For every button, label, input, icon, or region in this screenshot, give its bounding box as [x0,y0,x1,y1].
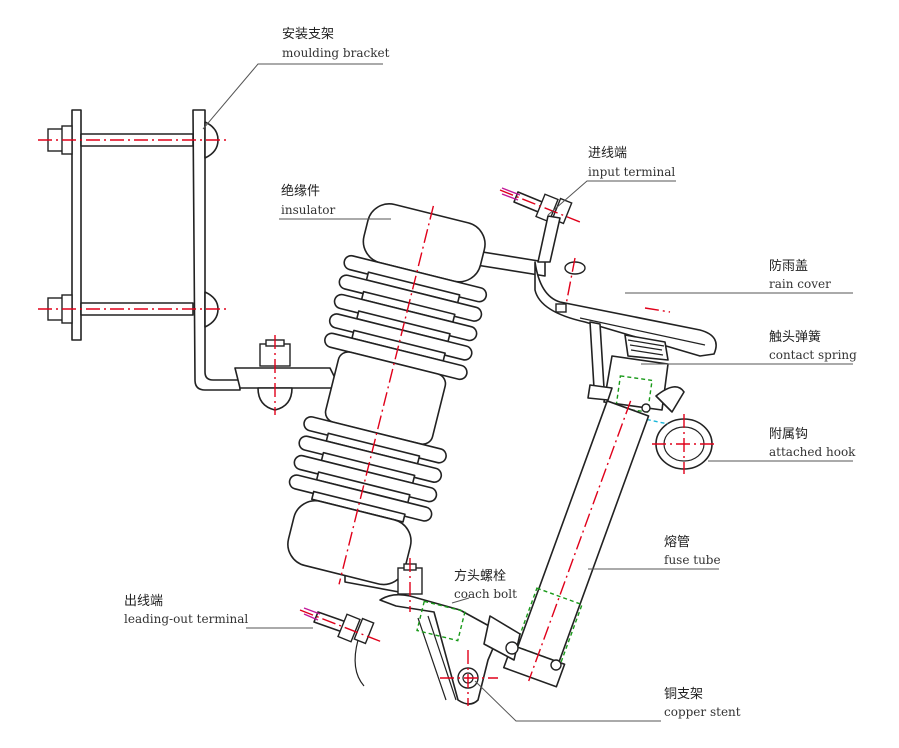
label-en: coach bolt [454,587,517,601]
label-rain-cover: 防雨盖 rain cover [769,258,831,291]
label-en: rain cover [769,277,831,291]
leader-lines [202,63,853,722]
label-zh: 附属钩 [769,427,808,442]
label-contact-spring: 触头弹簧 contact spring [769,329,857,362]
label-input-terminal: 进线端 input terminal [588,146,675,179]
insulator [287,203,546,595]
label-zh: 触头弹簧 [769,329,821,345]
label-coach-bolt: 方头螺栓 coach bolt [454,568,517,601]
contact-spring [587,321,669,413]
coach-bolt [397,558,423,612]
label-en: attached hook [769,445,856,459]
fuse-tube [502,400,650,688]
attached-hook [639,386,716,474]
label-zh: 绝缘件 [281,183,320,199]
copper-stent [379,593,521,706]
label-en: moulding bracket [282,46,390,60]
label-zh: 铜支架 [664,687,703,702]
label-fuse-tube: 熔管 fuse tube [664,535,721,567]
leading-out-terminal [299,607,383,687]
input-terminal [499,187,581,263]
label-en: fuse tube [664,553,721,567]
label-en: leading-out terminal [124,612,248,626]
label-copper-stent: 铜支架 copper stent [664,687,741,719]
label-zh: 出线端 [124,594,163,609]
label-zh: 熔管 [664,535,690,550]
label-insulator: 绝缘件 insulator [281,183,335,217]
label-zh: 防雨盖 [769,258,808,274]
label-en: input terminal [588,165,675,179]
label-zh: 安装支架 [282,27,334,42]
label-moulding-bracket: 安装支架 moulding bracket [282,27,390,60]
moulding-bracket [38,109,341,415]
label-en: insulator [281,203,335,217]
label-zh: 方头螺栓 [454,568,506,584]
rain-cover [534,257,717,357]
label-en: contact spring [769,348,857,362]
label-zh: 进线端 [588,146,627,161]
label-attached-hook: 附属钩 attached hook [769,427,856,459]
label-leading-out-terminal: 出线端 leading-out terminal [124,594,248,626]
label-en: copper stent [664,705,741,719]
